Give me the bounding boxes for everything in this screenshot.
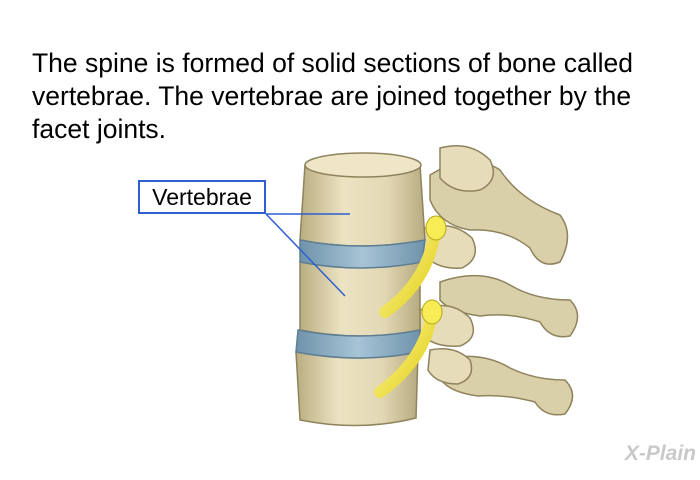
x-plain-logo: X-Plain — [624, 442, 696, 465]
description-text: The spine is formed of solid sections of… — [32, 48, 633, 144]
vertebral-bodies — [295, 156, 426, 427]
vertebrae-label: Vertebrae — [138, 180, 266, 214]
intervertebral-discs — [295, 239, 426, 359]
callout-lines — [265, 213, 350, 297]
top-endplate — [304, 152, 422, 178]
